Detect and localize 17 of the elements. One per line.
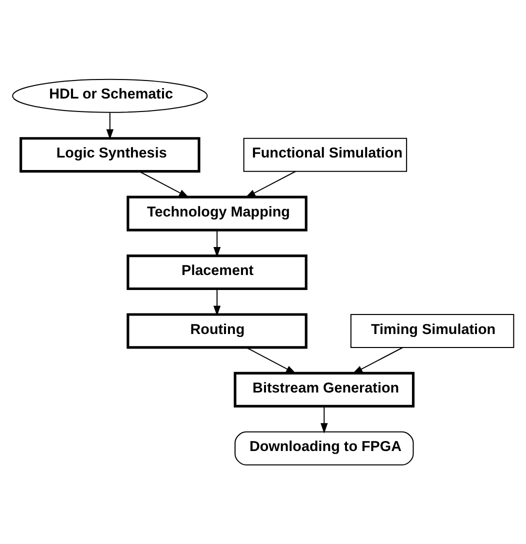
arrow (352, 347, 403, 374)
arrow (213, 288, 221, 316)
node-box: Placement (126, 254, 308, 290)
node-box: Functional Simulation (243, 138, 408, 172)
node-ellipse: HDL or Schematic (12, 78, 208, 113)
node-box: Technology Mapping (126, 196, 308, 232)
node-box: Logic Synthesis (20, 137, 200, 173)
node-box: Bitstream Generation (234, 372, 415, 408)
node-box: Downloading to FPGA (234, 431, 414, 466)
arrow (245, 170, 296, 198)
node-box: Routing (126, 313, 308, 349)
arrow (106, 112, 114, 140)
node-box: Timing Simulation (350, 314, 514, 348)
arrow (213, 230, 221, 258)
arrow (138, 170, 190, 198)
arrow (320, 406, 328, 434)
arrow (246, 347, 296, 374)
